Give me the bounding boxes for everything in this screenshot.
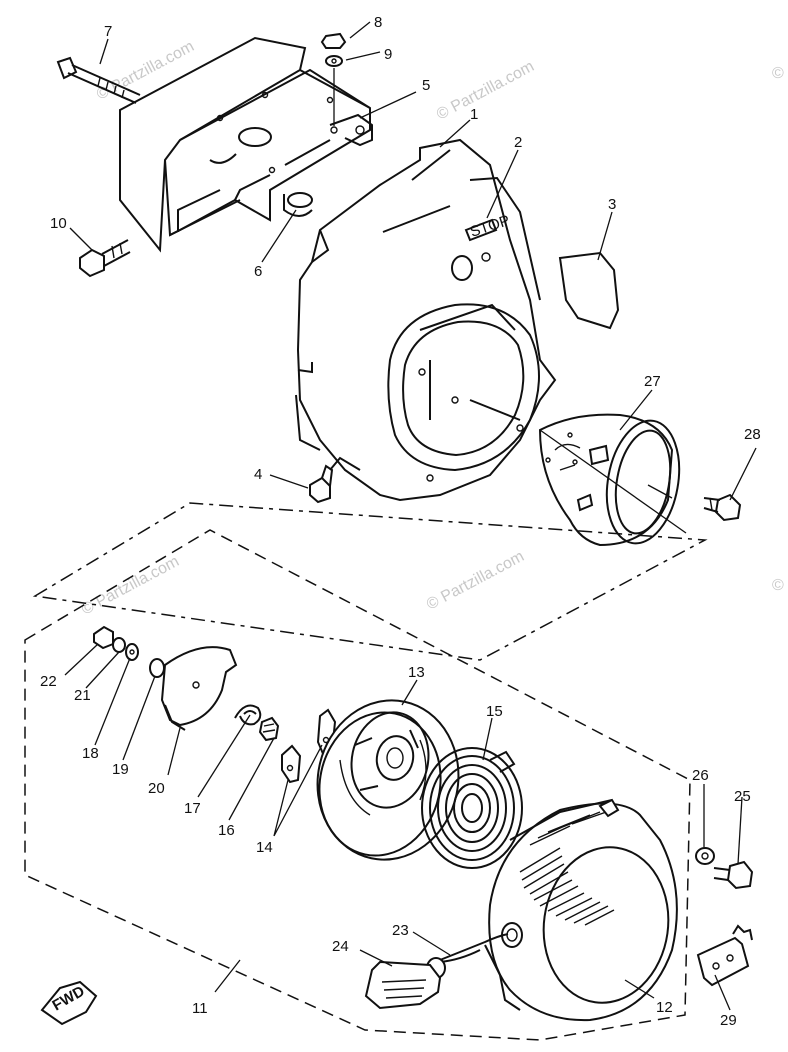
callout-21: 21 [74, 687, 91, 704]
callout-18: 18 [82, 745, 99, 762]
watermark-3: © Partzilla.com [79, 553, 182, 619]
label-plate-part [558, 251, 620, 330]
callout-6: 6 [254, 263, 262, 280]
starter-rope-handle [364, 933, 509, 1010]
callout-28: 28 [744, 426, 761, 443]
housing-hardware [695, 847, 754, 987]
callout-15: 15 [486, 703, 503, 720]
callout-20: 20 [148, 780, 165, 797]
callout-12: 12 [656, 999, 673, 1016]
leader-lines [64, 21, 757, 1011]
callout-25: 25 [734, 788, 751, 805]
callout-19: 19 [112, 761, 129, 778]
callout-5: 5 [422, 77, 430, 94]
spacer-part [283, 192, 313, 217]
callout-13: 13 [408, 664, 425, 681]
bracket-cover-part [119, 36, 373, 253]
starter-housing-part [484, 798, 678, 1022]
recoil-spring-part [421, 747, 524, 869]
callout-22: 22 [40, 673, 57, 690]
bolt-part-28 [703, 493, 742, 522]
callout-14: 14 [256, 839, 273, 856]
callout-17: 17 [184, 800, 201, 817]
callout-11: 11 [192, 1000, 208, 1017]
long-bolt-part [56, 56, 141, 104]
callout-24: 24 [332, 938, 349, 955]
callout-1: 1 [470, 106, 478, 123]
callout-23: 23 [392, 922, 409, 939]
watermark-4: © Partzilla.com [424, 548, 527, 614]
callout-2: 2 [514, 134, 522, 151]
watermark-6: © [772, 577, 784, 594]
watermark-2: © Partzilla.com [434, 58, 537, 124]
fan-shroud-part: STOP [295, 138, 557, 502]
assembly-dashed-box [24, 502, 708, 1041]
callout-29: 29 [720, 1012, 737, 1029]
watermark-5: © [772, 65, 784, 82]
callout-27: 27 [644, 373, 661, 390]
callout-numbers: 1 2 3 4 5 6 7 8 9 10 11 12 13 14 15 16 1… [40, 14, 761, 1029]
pulley-cup-part [538, 413, 681, 547]
callout-4: 4 [254, 466, 262, 483]
small-hardware-parts [93, 625, 165, 678]
callout-9: 9 [384, 46, 392, 63]
callout-3: 3 [608, 196, 616, 213]
bolt-part-10 [79, 239, 131, 278]
fwd-arrow: FWD [40, 980, 98, 1026]
friction-plate-part [160, 646, 238, 731]
callout-16: 16 [218, 822, 235, 839]
screw-part-4 [309, 464, 334, 504]
callout-26: 26 [692, 767, 709, 784]
callout-7: 7 [104, 23, 112, 40]
callout-10: 10 [50, 215, 67, 232]
nut-washer-part [320, 32, 347, 134]
callout-8: 8 [374, 14, 382, 31]
